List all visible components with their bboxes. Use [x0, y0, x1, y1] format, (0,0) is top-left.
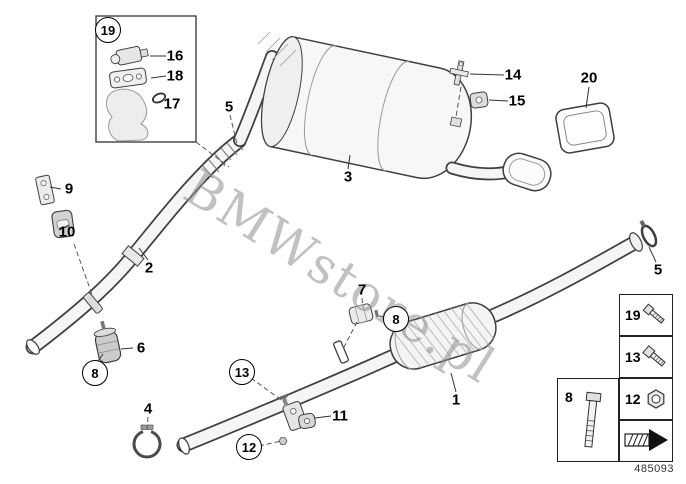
- middle-muffler: [389, 302, 499, 371]
- front-pipe[interactable]: [24, 133, 247, 356]
- legend-label-13: 13: [625, 349, 641, 365]
- grommet-15[interactable]: [469, 91, 489, 109]
- callout-20[interactable]: 20: [580, 69, 598, 87]
- callout-5-right[interactable]: 5: [653, 261, 663, 279]
- pipe-end-flange: [629, 232, 643, 252]
- bolt-13-target: [279, 394, 289, 407]
- muffler-mount-stub: [449, 116, 463, 128]
- bracket-14[interactable]: [448, 59, 471, 86]
- bracket-9[interactable]: [35, 174, 55, 206]
- legend-box-direction[interactable]: [619, 420, 673, 462]
- callout-14[interactable]: 14: [504, 66, 522, 84]
- callout-1[interactable]: 1: [451, 391, 461, 409]
- pipe-sleeve: [121, 245, 145, 267]
- diagram-number: 485093: [634, 463, 674, 475]
- legend-box-19[interactable]: 19: [619, 294, 673, 336]
- rear-muffler[interactable]: [254, 33, 482, 186]
- heat-shield-ref: [105, 88, 149, 142]
- clamp-ring-4[interactable]: [132, 424, 162, 459]
- nut-12-target: [278, 437, 288, 445]
- callout-15[interactable]: 15: [508, 92, 526, 110]
- legend-box-12[interactable]: 12: [619, 378, 673, 420]
- callout-8-center[interactable]: 8: [383, 306, 409, 332]
- callout-17[interactable]: 17: [163, 95, 181, 113]
- bolt-8-left[interactable]: [100, 320, 106, 330]
- callout-12[interactable]: 12: [236, 434, 262, 460]
- callout-13[interactable]: 13: [229, 359, 255, 385]
- callout-16[interactable]: 16: [166, 47, 184, 65]
- long-bolt-icon: [584, 391, 602, 448]
- callout-6[interactable]: 6: [136, 339, 146, 357]
- callout-5-upper[interactable]: 5: [224, 98, 234, 116]
- bolt-8-center: [374, 309, 380, 318]
- legend-label-12: 12: [625, 391, 641, 407]
- leader-lines-dashed: [73, 86, 462, 447]
- bolt-icon: [642, 303, 665, 324]
- callout-18[interactable]: 18: [166, 67, 184, 85]
- callout-4[interactable]: 4: [143, 400, 153, 418]
- callout-19[interactable]: 19: [95, 17, 121, 43]
- rear-muffler-inlet-pipe: [233, 50, 279, 147]
- sleeve-7[interactable]: [348, 303, 374, 325]
- bolt-icon: [642, 345, 666, 367]
- callout-2[interactable]: 2: [144, 259, 154, 277]
- gasket-18[interactable]: [109, 67, 147, 89]
- legend-box-13[interactable]: 13: [619, 336, 673, 378]
- grommet-11[interactable]: [298, 412, 316, 430]
- rear-muffler-outlet: [445, 152, 552, 192]
- callout-8-left[interactable]: 8: [82, 360, 108, 386]
- callout-11[interactable]: 11: [332, 407, 348, 425]
- muffler-endcap-hatch: [257, 31, 297, 67]
- callout-9[interactable]: 9: [64, 180, 74, 198]
- callout-3[interactable]: 3: [343, 168, 353, 186]
- valve-16[interactable]: [109, 44, 149, 66]
- rubber-mount-6[interactable]: [93, 327, 122, 364]
- clamp-ring-17[interactable]: [151, 92, 167, 105]
- legend-label-19: 19: [625, 307, 641, 323]
- direction-arrow-icon: [624, 429, 668, 451]
- legend-label-8: 8: [565, 389, 573, 405]
- legend-box-8[interactable]: 8: [557, 378, 619, 462]
- pipe-clamp-band: [332, 340, 350, 364]
- tailpipe-trim[interactable]: [555, 102, 616, 155]
- center-pipe-assembly[interactable]: [176, 218, 659, 455]
- callout-10[interactable]: 10: [58, 223, 76, 241]
- clamp-5-right[interactable]: [636, 218, 659, 248]
- flange-nut-icon: [647, 389, 665, 409]
- callout-7[interactable]: 7: [357, 281, 367, 299]
- pipe-hanger-bracket: [83, 292, 103, 314]
